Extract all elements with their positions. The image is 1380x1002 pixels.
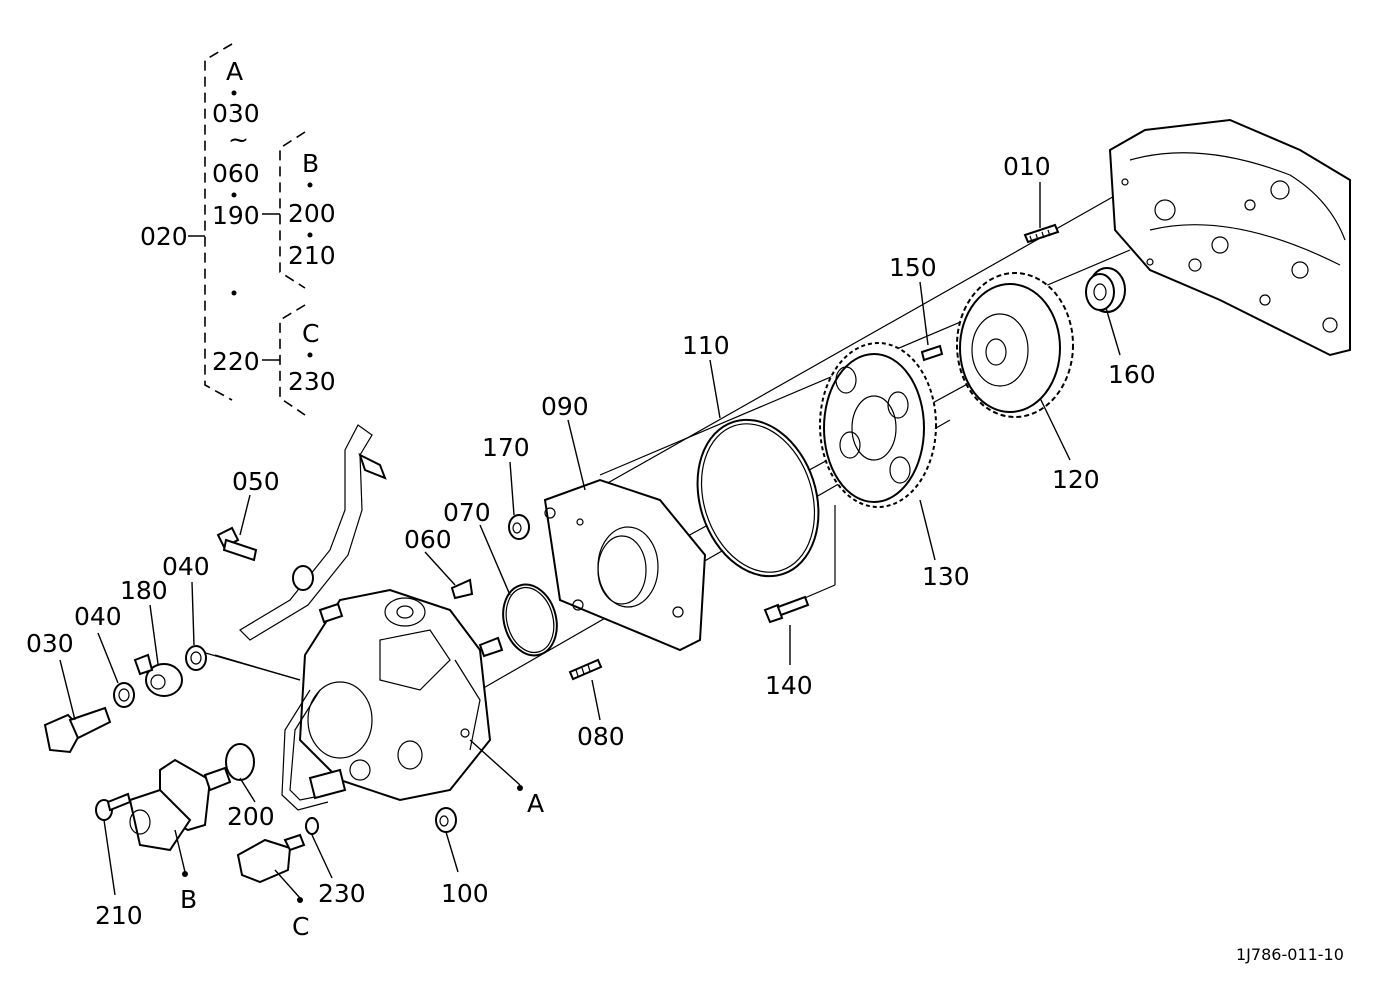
callout-110: 110 bbox=[682, 331, 730, 360]
legend-item-220: 220 bbox=[212, 347, 260, 376]
ref-c-dot bbox=[297, 897, 303, 903]
legend-item-190: 190 bbox=[212, 201, 260, 230]
callout-040-left: 040 bbox=[74, 602, 122, 631]
injection-pump bbox=[298, 588, 504, 802]
ref-b-dot bbox=[182, 871, 188, 877]
callout-080: 080 bbox=[577, 722, 625, 751]
nut-160 bbox=[1085, 267, 1126, 313]
oring-070 bbox=[502, 583, 558, 657]
callout-230: 230 bbox=[318, 879, 366, 908]
legend-item-200: 200 bbox=[288, 199, 336, 228]
legend-tree: 020 A 030 ~ 060 190 220 B 200 210 C 230 bbox=[140, 43, 336, 416]
bolt-140 bbox=[763, 595, 810, 624]
banjo-bolt-030 bbox=[43, 706, 112, 754]
drawing-code: 1J786-011-10 bbox=[1236, 945, 1344, 964]
flange-090 bbox=[543, 478, 707, 652]
legend-range-mark: ~ bbox=[228, 125, 249, 154]
callout-090: 090 bbox=[541, 392, 589, 421]
callout-210: 210 bbox=[95, 901, 143, 930]
washer-040-right bbox=[185, 645, 207, 671]
callout-030: 030 bbox=[26, 629, 74, 658]
callout-ref-a: A bbox=[527, 789, 544, 818]
legend-item-230: 230 bbox=[288, 367, 336, 396]
engine-housing bbox=[1108, 118, 1351, 357]
stud-080 bbox=[568, 658, 603, 681]
nut-170 bbox=[508, 514, 530, 540]
callout-180: 180 bbox=[120, 576, 168, 605]
callout-010: 010 bbox=[1003, 152, 1051, 181]
callout-130: 130 bbox=[922, 562, 970, 591]
callout-200: 200 bbox=[227, 802, 275, 831]
callout-140: 140 bbox=[765, 671, 813, 700]
callout-100: 100 bbox=[441, 879, 489, 908]
stud-010 bbox=[1023, 223, 1060, 244]
banjo-bolt-050 bbox=[216, 526, 258, 562]
callout-050: 050 bbox=[232, 467, 280, 496]
legend-item-030: 030 bbox=[212, 99, 260, 128]
pin-150 bbox=[920, 344, 944, 362]
legend-item-210: 210 bbox=[288, 241, 336, 270]
callout-070: 070 bbox=[443, 498, 491, 527]
leak-off-pipe bbox=[239, 424, 387, 641]
legend-ref-c: C bbox=[302, 319, 319, 348]
callout-060: 060 bbox=[404, 525, 452, 554]
callout-170: 170 bbox=[482, 433, 530, 462]
callout-150: 150 bbox=[889, 253, 937, 282]
pressure-pipe bbox=[281, 689, 347, 811]
bolt-210 bbox=[95, 792, 132, 821]
gear-120 bbox=[956, 272, 1074, 418]
washer-040-left bbox=[113, 682, 135, 708]
nut-100 bbox=[435, 807, 457, 833]
legend-item-060: 060 bbox=[212, 159, 260, 188]
callout-160: 160 bbox=[1108, 360, 1156, 389]
callout-120: 120 bbox=[1052, 465, 1100, 494]
legend-root-code: 020 bbox=[140, 222, 188, 251]
callout-ref-b: B bbox=[180, 885, 197, 914]
gear-130 bbox=[819, 342, 937, 508]
legend-ref-b: B bbox=[302, 149, 319, 178]
valve-assembly-b bbox=[128, 743, 255, 852]
oring-110 bbox=[696, 418, 820, 578]
key-060 bbox=[450, 578, 474, 600]
callout-ref-c: C bbox=[292, 912, 309, 941]
legend-ref-a: A bbox=[226, 57, 243, 86]
callout-labels: 010 150 160 120 110 090 170 070 060 130 … bbox=[26, 152, 1156, 941]
ref-a-dot bbox=[517, 785, 523, 791]
fitting-180 bbox=[133, 653, 183, 697]
callout-040-right: 040 bbox=[162, 552, 210, 581]
leader-lines bbox=[59, 182, 1121, 899]
